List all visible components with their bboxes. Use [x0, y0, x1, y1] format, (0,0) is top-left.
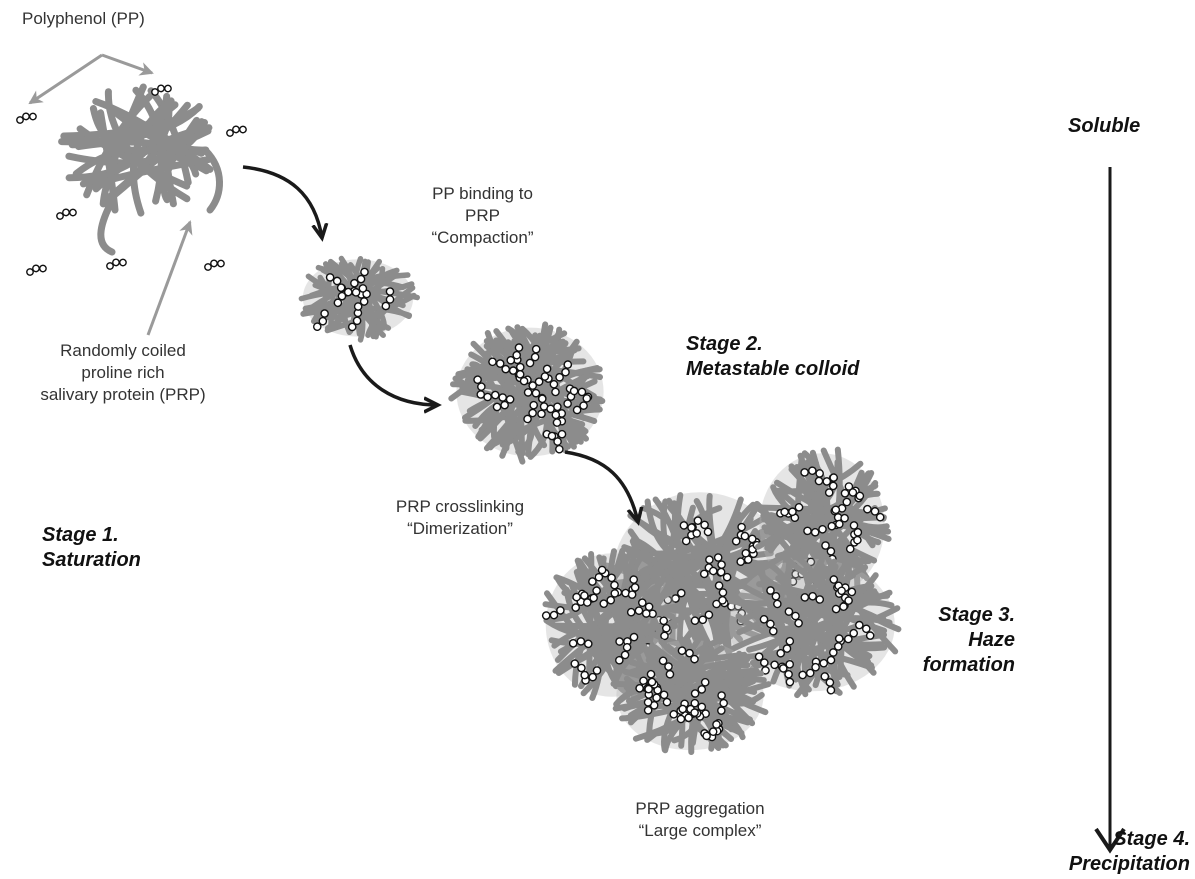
polyphenol-molecule [106, 257, 127, 270]
arrow-to-compaction [243, 167, 322, 238]
stage-2-label: Stage 2. Metastable colloid [686, 332, 859, 382]
arrow-to-dimerization [350, 345, 438, 405]
compacted-complex [301, 259, 417, 340]
random-coil-protein [62, 87, 220, 252]
polyphenol-pointer-arrows [30, 55, 152, 103]
stage-3-label: Stage 3. Haze formation [900, 603, 1015, 678]
prp-label: Randomly coiled proline rich salivary pr… [18, 340, 228, 406]
polyphenol-molecule [204, 258, 225, 271]
dimerization-label: PRP crosslinking “Dimerization” [370, 496, 550, 540]
polyphenol-molecule [26, 263, 47, 276]
polyphenol-molecule [226, 124, 247, 137]
polyphenol-molecule [56, 207, 77, 220]
aggregation-label: PRP aggregation “Large complex” [610, 798, 790, 842]
solubility-axis-arrow [1096, 167, 1124, 850]
arrow-to-aggregation [565, 452, 638, 522]
dimer-complex [451, 324, 603, 461]
prp-pointer-arrow [148, 222, 190, 335]
polyphenol-label: Polyphenol (PP) [22, 8, 145, 30]
compaction-label: PP binding to PRP “Compaction” [400, 183, 565, 249]
polyphenol-molecule [16, 111, 37, 124]
soluble-label: Soluble [1068, 114, 1140, 139]
large-aggregate [542, 450, 899, 752]
stage-4-label: Stage 4. Precipitation [1050, 827, 1190, 877]
stage-1-label: Stage 1. Saturation [42, 523, 141, 573]
